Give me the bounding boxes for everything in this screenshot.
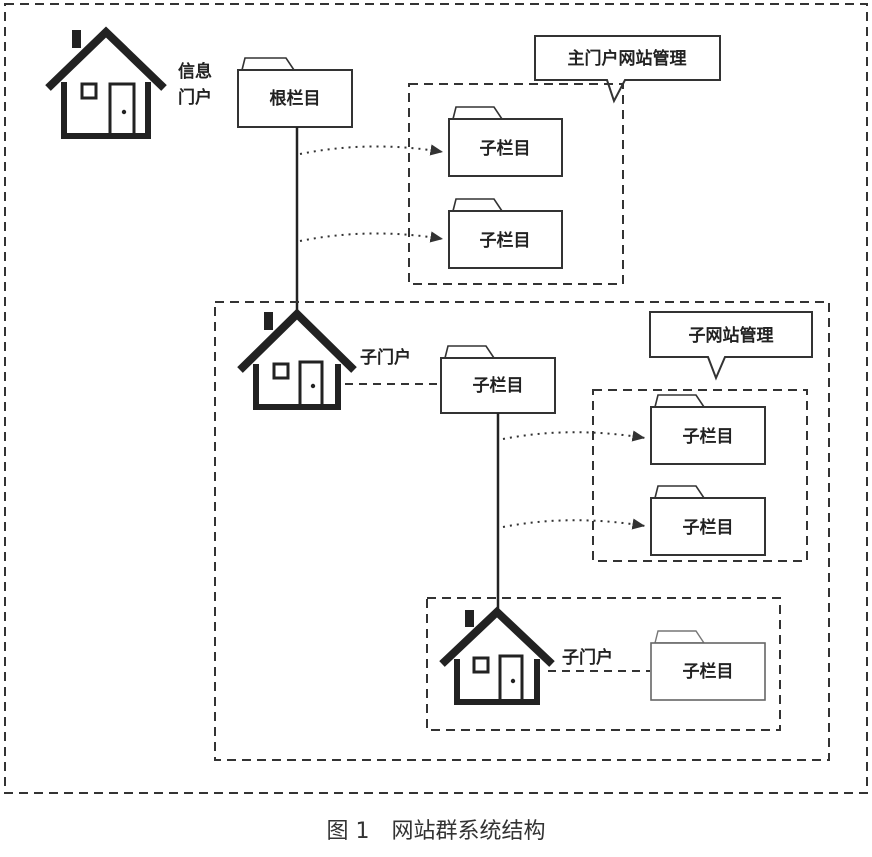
sub-callout-bubble <box>649 311 813 381</box>
figure-caption: 图 1 网站群系统结构 <box>327 819 546 844</box>
sub-portal-folder-label: 子栏目 <box>473 375 524 396</box>
main-callout-label: 主门户网站管理 <box>568 48 687 69</box>
folder-icon <box>650 630 766 701</box>
portal-label-line2: 门户 <box>178 87 212 108</box>
folder-icon <box>440 345 556 414</box>
sub-children-group <box>592 389 808 562</box>
house-icon <box>237 308 357 410</box>
main-children-group <box>408 83 624 285</box>
sub-callout-label: 子网站管理 <box>689 325 774 346</box>
nested-portal-label: 子门户 <box>562 647 613 668</box>
sub-child-1-label: 子栏目 <box>683 426 734 447</box>
main-callout-bubble <box>534 35 721 104</box>
nested-folder-label: 子栏目 <box>683 661 734 682</box>
main-child-1-label: 子栏目 <box>480 138 531 159</box>
arrow-sub-to-child-2 <box>502 518 646 530</box>
folder-icon <box>650 394 766 465</box>
nested-portal-group <box>426 597 781 731</box>
arrow-root-to-child-1 <box>299 144 444 156</box>
arrow-sub-to-child-1 <box>502 430 646 442</box>
root-folder-label: 根栏目 <box>270 88 321 109</box>
folder-icon <box>448 198 563 269</box>
main-child-2-label: 子栏目 <box>480 230 531 251</box>
sub-site-region <box>214 301 830 761</box>
house-icon <box>439 606 555 705</box>
folder-icon <box>448 106 563 177</box>
sub-portal-label: 子门户 <box>360 347 411 368</box>
portal-label-line1: 信息 <box>178 61 212 82</box>
sub-child-2-label: 子栏目 <box>683 517 734 538</box>
arrow-root-to-child-2 <box>299 231 444 243</box>
house-icon <box>45 26 167 139</box>
folder-icon <box>237 57 353 128</box>
folder-icon <box>650 485 766 556</box>
